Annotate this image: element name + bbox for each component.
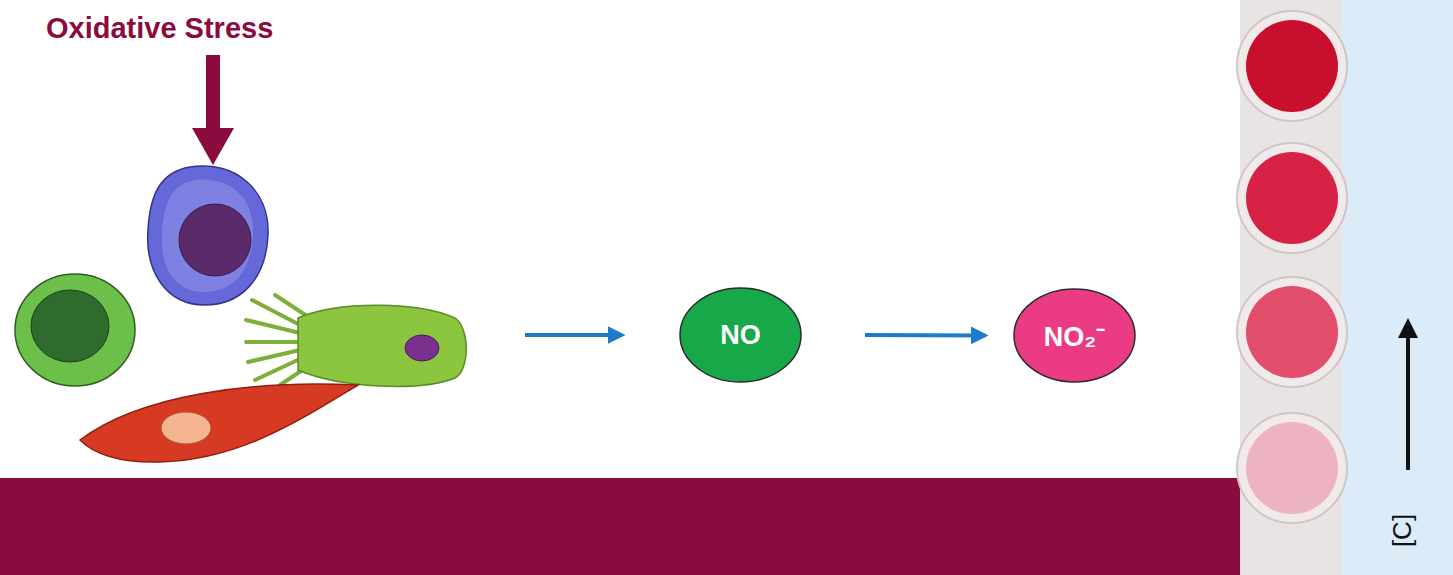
molecule-circle: NO₂⁻ — [1013, 288, 1136, 383]
molecule-label: NO₂⁻ — [1044, 317, 1106, 354]
flow-arrow — [865, 333, 985, 338]
well — [1237, 143, 1347, 253]
well — [1237, 11, 1347, 121]
flow-arrow — [525, 333, 622, 337]
round-cell — [15, 274, 135, 386]
molecule-circle: NO — [679, 287, 802, 383]
well-sample — [1246, 422, 1338, 514]
well — [1237, 277, 1347, 387]
well-plate — [1237, 11, 1347, 523]
circle-fill — [680, 288, 801, 382]
well-sample — [1246, 286, 1338, 378]
blue-cell — [148, 166, 268, 305]
footer-band — [0, 478, 1240, 575]
concentration-arrow — [1406, 322, 1410, 470]
well — [1237, 413, 1347, 523]
well-sample — [1246, 152, 1338, 244]
stress-arrow — [192, 55, 234, 165]
circle-fill — [1014, 289, 1135, 382]
well-sample — [1246, 20, 1338, 112]
well-strip — [1240, 0, 1342, 575]
stress-label: Oxidative Stress — [46, 12, 273, 45]
spiky-cell — [246, 295, 466, 386]
spindle-cell — [80, 384, 358, 462]
axis-label: [C] — [1387, 514, 1418, 547]
molecule-label: NO — [720, 320, 761, 351]
